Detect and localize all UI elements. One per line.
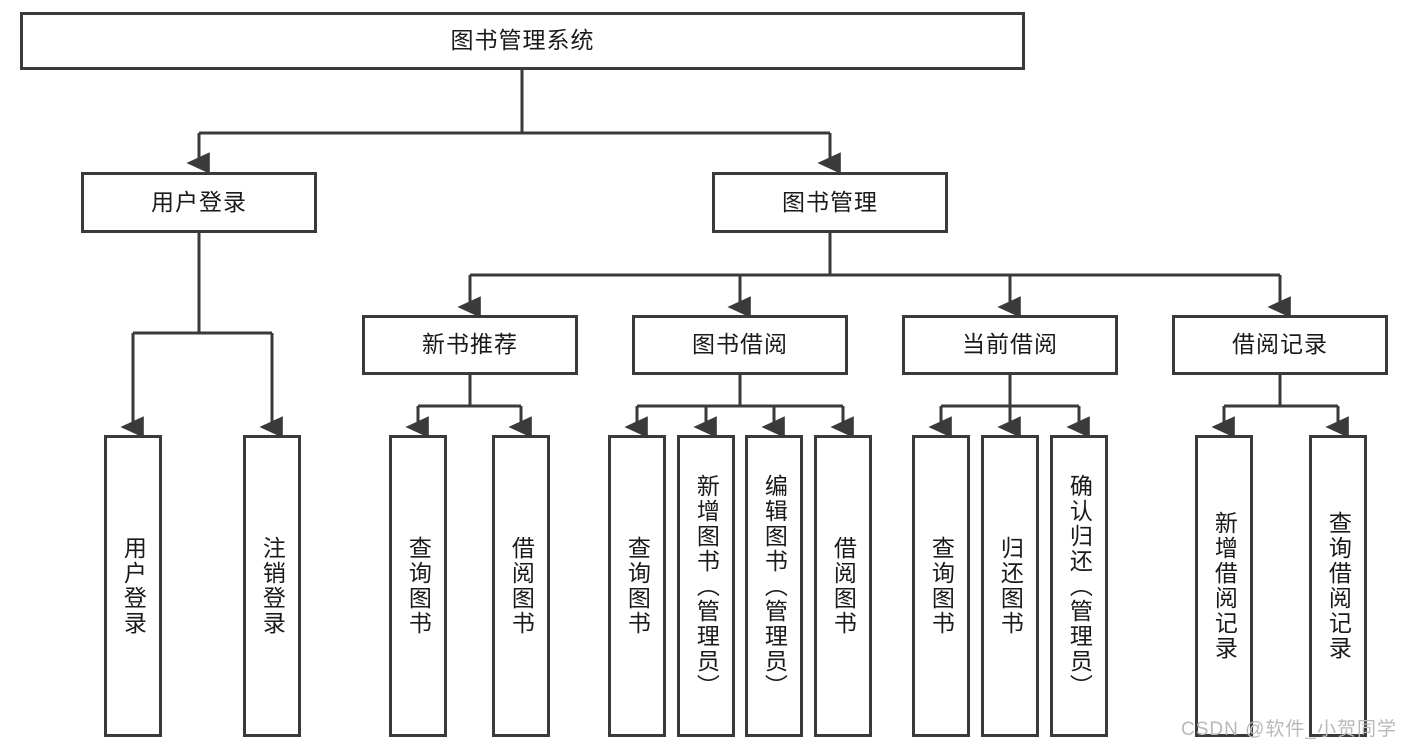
leaf-query-book-2-label: 查询图书 xyxy=(624,536,651,636)
leaf-edit-book[interactable]: 编辑图书（管理员） xyxy=(745,435,803,737)
leaf-borrow-book-2[interactable]: 借阅图书 xyxy=(814,435,872,737)
leaf-query-book-3-label: 查询图书 xyxy=(928,536,955,636)
leaf-add-book-label: 新增图书（管理员） xyxy=(693,473,720,699)
node-borrow-record[interactable]: 借阅记录 xyxy=(1172,315,1388,375)
leaf-edit-book-label: 编辑图书（管理员） xyxy=(761,473,788,699)
leaf-add-record[interactable]: 新增借阅记录 xyxy=(1195,435,1253,737)
leaf-query-book-2[interactable]: 查询图书 xyxy=(608,435,666,737)
leaf-query-book-1-label: 查询图书 xyxy=(405,536,432,636)
leaf-confirm-return[interactable]: 确认归还（管理员） xyxy=(1050,435,1108,737)
leaf-return-book[interactable]: 归还图书 xyxy=(981,435,1039,737)
leaf-query-book-1[interactable]: 查询图书 xyxy=(389,435,447,737)
leaf-add-book[interactable]: 新增图书（管理员） xyxy=(677,435,735,737)
leaf-return-book-label: 归还图书 xyxy=(997,536,1024,636)
leaf-borrow-book-2-label: 借阅图书 xyxy=(830,536,857,636)
leaf-borrow-book-1[interactable]: 借阅图书 xyxy=(492,435,550,737)
node-new-book-rec-label: 新书推荐 xyxy=(422,331,518,358)
node-book-manage[interactable]: 图书管理 xyxy=(712,172,948,233)
watermark-text: CSDN @软件_小贺同学 xyxy=(1181,719,1397,740)
leaf-query-book-3[interactable]: 查询图书 xyxy=(912,435,970,737)
node-book-manage-label: 图书管理 xyxy=(782,188,878,215)
leaf-user-login[interactable]: 用户登录 xyxy=(104,435,162,737)
node-root-label: 图书管理系统 xyxy=(450,27,595,54)
leaf-add-record-label: 新增借阅记录 xyxy=(1211,511,1238,661)
leaf-query-record-label: 查询借阅记录 xyxy=(1325,511,1352,661)
leaf-query-record[interactable]: 查询借阅记录 xyxy=(1309,435,1367,737)
node-user-login[interactable]: 用户登录 xyxy=(81,172,317,233)
node-book-borrow[interactable]: 图书借阅 xyxy=(632,315,848,375)
leaf-user-login-label: 用户登录 xyxy=(120,536,147,636)
node-user-login-label: 用户登录 xyxy=(151,188,247,215)
node-root[interactable]: 图书管理系统 xyxy=(20,12,1025,70)
node-current-borrow-label: 当前借阅 xyxy=(962,331,1058,358)
node-borrow-record-label: 借阅记录 xyxy=(1232,331,1328,358)
leaf-logout[interactable]: 注销登录 xyxy=(243,435,301,737)
leaf-logout-label: 注销登录 xyxy=(259,536,286,636)
node-book-borrow-label: 图书借阅 xyxy=(692,331,788,358)
node-new-book-rec[interactable]: 新书推荐 xyxy=(362,315,578,375)
node-current-borrow[interactable]: 当前借阅 xyxy=(902,315,1118,375)
leaf-borrow-book-1-label: 借阅图书 xyxy=(508,536,535,636)
leaf-confirm-return-label: 确认归还（管理员） xyxy=(1066,473,1093,699)
